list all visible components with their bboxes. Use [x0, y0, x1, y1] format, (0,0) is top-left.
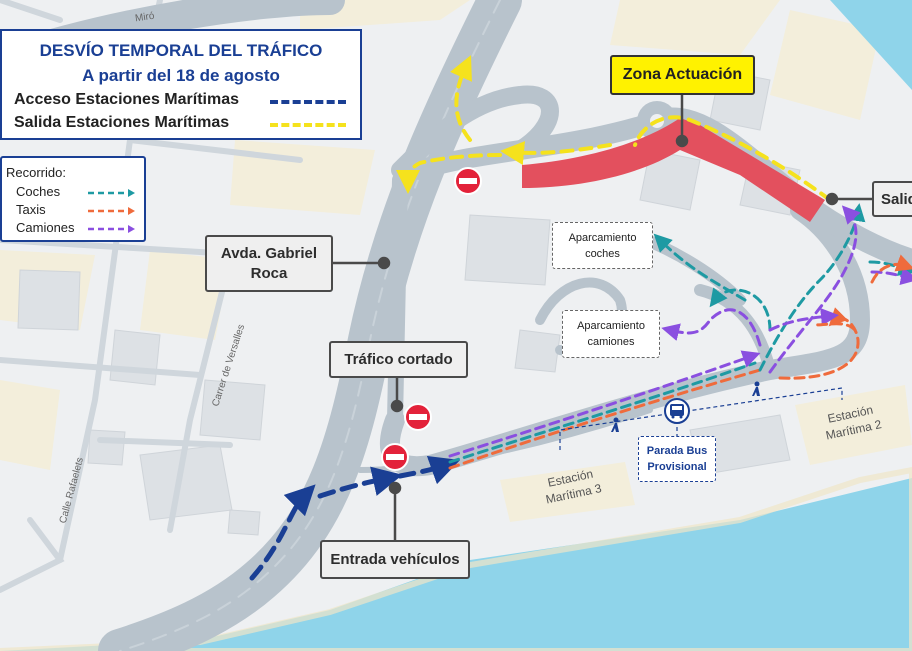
legend-heading: Recorrido:: [6, 165, 66, 180]
legend-item-camiones: Camiones: [16, 220, 75, 235]
zona-actuacion-area: [522, 118, 825, 222]
bus-stop-line1: Parada Bus: [646, 445, 708, 457]
map-title: DESVÍO TEMPORAL DEL TRÁFICO: [39, 41, 323, 60]
legend-line-coches: [88, 189, 135, 197]
exit-route: [396, 55, 832, 202]
entrada-vehiculos-label: Entrada vehículos: [320, 540, 470, 579]
salida-label: Salid: [872, 181, 912, 217]
bus-stop-line2: Provisional: [647, 461, 707, 473]
map-subtitle: A partir del 18 de agosto: [82, 66, 280, 85]
avenue-label-line1: Avda. Gabriel: [220, 244, 318, 262]
parking-camiones-line1: Aparcamiento: [577, 320, 645, 332]
legend-line-taxis: [88, 207, 135, 215]
access-legend-label: Acceso Estaciones Marítimas: [14, 91, 239, 108]
no-entry-sign: [381, 443, 409, 471]
sea-north: [830, 0, 912, 90]
legend-item-coches: Coches: [16, 184, 61, 199]
callout-leaders: [333, 95, 872, 540]
vehicle-routes: [448, 203, 912, 470]
pedestrian-icon: [611, 381, 760, 432]
access-legend-line: [270, 100, 346, 104]
sea-south: [0, 478, 912, 651]
trafico-cortado-label: Tráfico cortado: [329, 341, 468, 378]
parking-coches-line1: Aparcamiento: [568, 231, 637, 244]
bus-icon: [664, 398, 690, 424]
city-blocks: [0, 0, 912, 522]
title-panel: DESVÍO TEMPORAL DEL TRÁFICO A partir del…: [0, 29, 362, 140]
zona-actuacion-label: Zona Actuación: [610, 55, 755, 95]
access-route: [249, 455, 461, 581]
legend-line-camiones: [88, 225, 135, 233]
legend-item-taxis: Taxis: [16, 202, 46, 217]
parking-coches-label: Aparcamiento coches: [552, 222, 653, 269]
no-entry-sign: [454, 167, 482, 195]
exit-legend-label: Salida Estaciones Marítimas: [14, 114, 230, 131]
no-entry-sign: [404, 403, 432, 431]
avenue-label-line2: Roca: [250, 264, 288, 282]
exit-legend-line: [270, 123, 346, 127]
parking-camiones-label: Aparcamiento camiones: [562, 310, 660, 358]
parking-coches-line2: coches: [585, 247, 620, 260]
parking-camiones-line2: camiones: [587, 336, 635, 348]
route-legend: Recorrido: Coches Taxis Camiones: [0, 156, 146, 242]
